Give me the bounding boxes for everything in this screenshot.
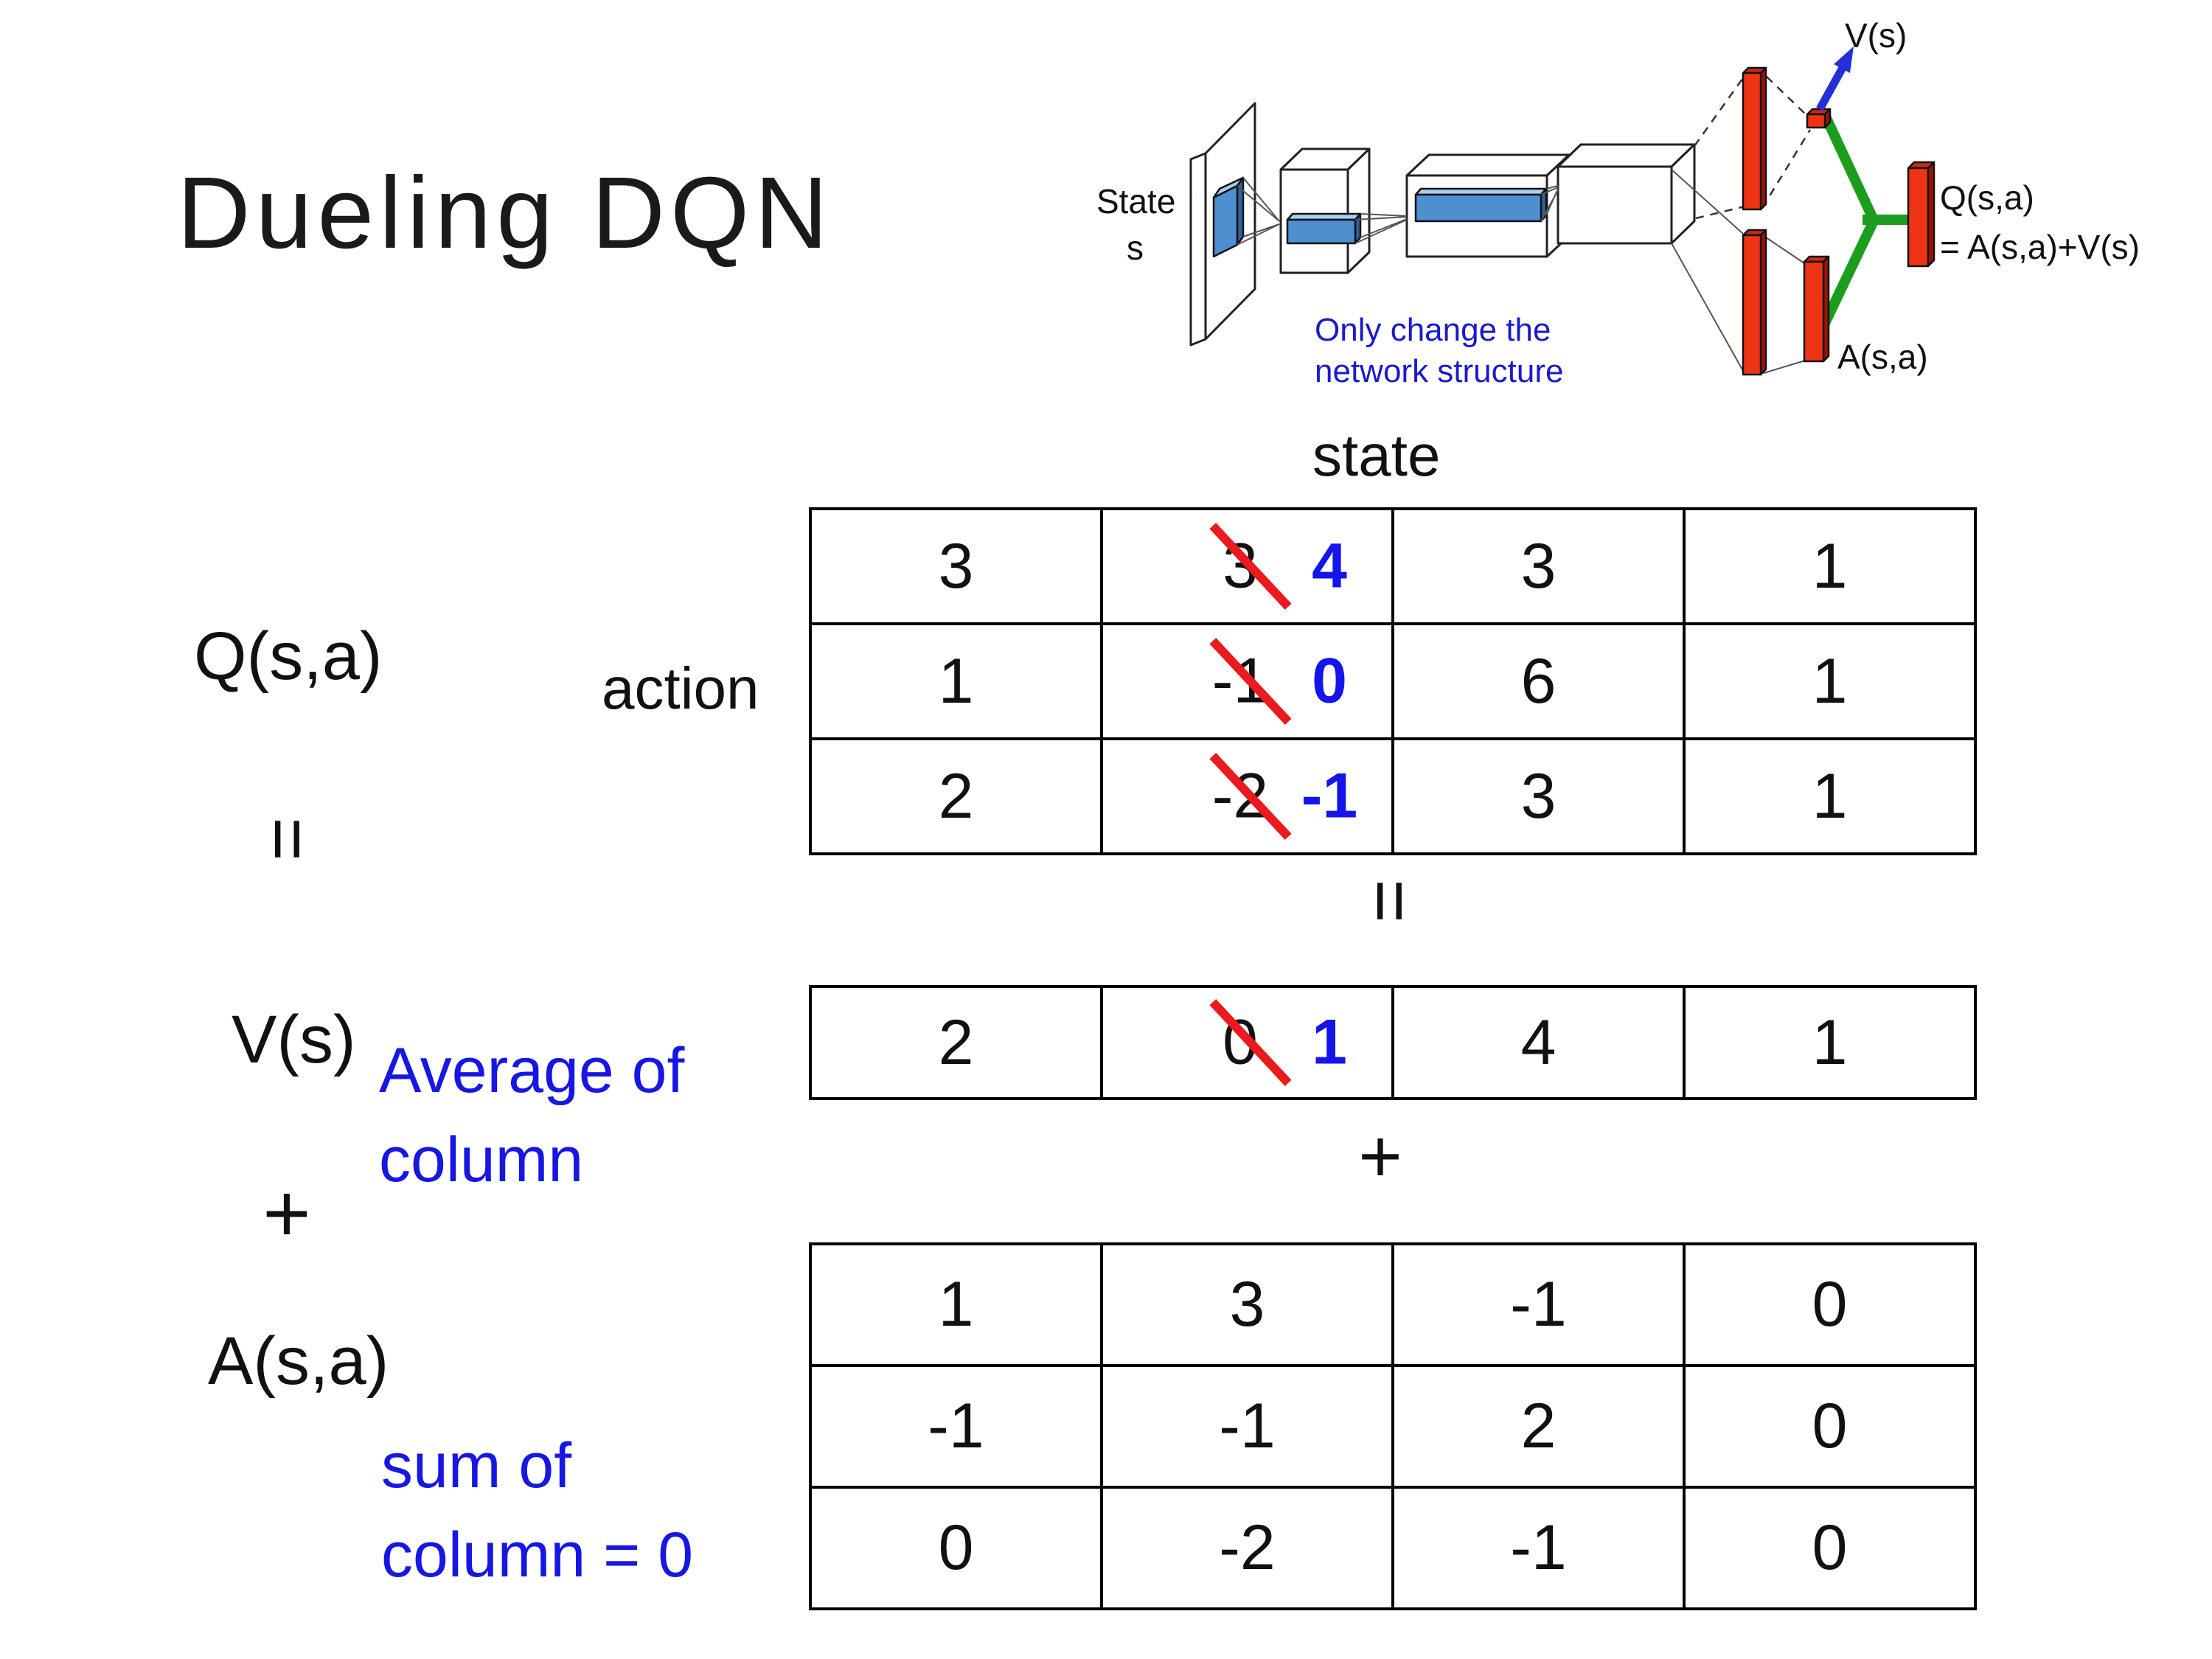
- q-table-cell-r2c1: -2-1: [1103, 740, 1391, 852]
- conv-box-3: [1557, 143, 1696, 245]
- plus-sign-middle: +: [1358, 1113, 1402, 1198]
- q-table-cell-r1c3: 1: [1686, 625, 1974, 737]
- fc-bar-bottom: [1742, 229, 1767, 376]
- diagram-state-label-line2: s: [1127, 229, 1144, 267]
- a-table-cell-r1c0: -1: [812, 1367, 1100, 1486]
- diagram-q-output-equation: = A(s,a)+V(s): [1940, 228, 2140, 266]
- page-title: Dueling DQN: [177, 156, 833, 270]
- fc-dashed-connections: [1693, 75, 1812, 220]
- a-table-cell-r0c1: 3: [1103, 1245, 1391, 1364]
- sum-annotation: sum of column = 0: [381, 1422, 693, 1600]
- q-table-corrected-value-r1: 0: [1312, 645, 1347, 717]
- dueling-network-diagram: State s V(s) Q(s,a) = A(s,a)+V(s) A(s,a)…: [1096, 16, 2140, 389]
- plus-sign-left: +: [262, 1166, 311, 1259]
- q-table-cell-r2c2: 3: [1394, 740, 1683, 852]
- q-table-cell-r1c0: 1: [812, 625, 1100, 737]
- equals-sign-middle: =: [1349, 879, 1433, 923]
- sum-annotation-line1: sum of: [381, 1430, 572, 1501]
- average-annotation-line2: column: [379, 1124, 584, 1195]
- fc-solid-connections: [1671, 169, 1806, 374]
- v-arrow-icon: [1816, 46, 1854, 111]
- diagram-v-output-label: V(s): [1845, 16, 1907, 55]
- action-axis-label: action: [602, 655, 759, 721]
- equals-sign-left: =: [246, 817, 331, 861]
- a-table-cell-r2c3: 0: [1686, 1489, 1974, 1607]
- q-output-bar: [1907, 161, 1935, 268]
- a-table-cell-r0c0: 1: [812, 1245, 1100, 1364]
- q-table-cell-r2c0: 2: [812, 740, 1100, 852]
- q-table-cell-r0c0: 3: [812, 510, 1100, 622]
- a-table-cell-r2c1: -2: [1103, 1489, 1391, 1607]
- a-table-cell-r2c2: -1: [1394, 1489, 1683, 1607]
- v-table-cell-r0c0: 2: [812, 988, 1100, 1097]
- average-annotation: Average of column: [379, 1026, 684, 1205]
- q-table-cell-r0c2: 3: [1394, 510, 1683, 622]
- diagram-note-line1: Only change the: [1315, 312, 1551, 348]
- q-table-cell-r1c2: 6: [1394, 625, 1683, 737]
- q-table-corrected-value-r2: -1: [1301, 760, 1358, 832]
- v-scalar-node: [1806, 108, 1832, 129]
- sum-annotation-line2: column = 0: [381, 1520, 694, 1590]
- feature-bar-1: [1286, 212, 1362, 245]
- a-function-label: A(s,a): [208, 1324, 389, 1399]
- conv-fan-lines: [1237, 177, 1559, 246]
- advantage-vector-bar: [1803, 255, 1830, 363]
- conv-box-1: [1279, 147, 1371, 274]
- fc-bar-top: [1742, 66, 1767, 211]
- q-table-cell-r0c3: 1: [1686, 510, 1974, 622]
- feature-bar-2: [1414, 187, 1548, 223]
- diagram-a-output-label: A(s,a): [1837, 338, 1928, 376]
- a-table-cell-r2c0: 0: [812, 1489, 1100, 1607]
- q-table-corrected-value-r0: 4: [1312, 530, 1347, 602]
- a-table-cell-r1c3: 0: [1686, 1367, 1974, 1486]
- q-function-label: Q(s,a): [194, 619, 383, 694]
- a-table-cell-r0c3: 0: [1686, 1245, 1974, 1364]
- a-table-cell-r1c2: 2: [1394, 1367, 1683, 1486]
- state-axis-label: state: [1312, 422, 1441, 488]
- v-function-label: V(s): [232, 1002, 356, 1077]
- average-annotation-line1: Average of: [379, 1035, 685, 1106]
- input-state-plane: [1189, 102, 1256, 347]
- diagram-note-line2: network structure: [1315, 353, 1563, 389]
- v-table-cell-r0c3: 1: [1686, 988, 1974, 1097]
- a-table-cell-r1c1: -1: [1103, 1367, 1391, 1486]
- v-table-corrected-value-r0: 1: [1312, 1006, 1347, 1078]
- v-table-cell-r0c2: 4: [1394, 988, 1683, 1097]
- q-table-cell-r2c3: 1: [1686, 740, 1974, 852]
- diagram-q-output-label: Q(s,a): [1940, 178, 2034, 217]
- a-table-cell-r0c2: -1: [1394, 1245, 1683, 1364]
- merge-connector: [1818, 109, 1916, 326]
- diagram-state-label-line1: State: [1096, 182, 1175, 220]
